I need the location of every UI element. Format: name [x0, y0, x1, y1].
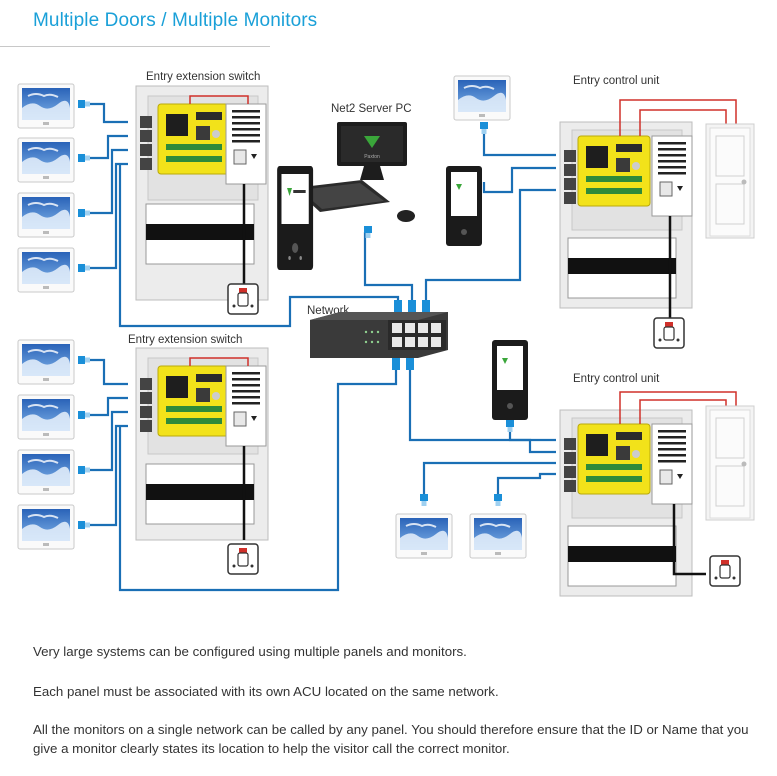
page-title: Multiple Doors / Multiple Monitors	[33, 10, 318, 31]
monitor-bottom-left-2	[17, 394, 75, 440]
description-paragraph-1: Very large systems can be configured usi…	[33, 644, 467, 659]
monitor-top-right	[453, 75, 511, 121]
monitor-top-left-4	[17, 247, 75, 293]
entry-panel-bottom	[492, 340, 528, 420]
network-switch	[310, 312, 448, 358]
extension-switch-top	[135, 85, 269, 301]
exit-button-top-right	[653, 317, 685, 349]
monitor-bottom-left-4	[17, 504, 75, 550]
label-acu-bottom: Entry control unit	[573, 373, 660, 385]
entry-control-unit-top	[559, 99, 737, 318]
monitor-bottom-left-3	[17, 449, 75, 495]
monitor-top-left-3	[17, 192, 75, 238]
door-bottom	[705, 405, 755, 521]
monitor-bottom-center-1	[395, 513, 453, 559]
entry-panel-top-body	[446, 166, 482, 246]
title-divider	[0, 46, 270, 47]
monitor-bottom-left-1	[17, 339, 75, 385]
label-extension-switch-bottom: Entry extension switch	[128, 334, 242, 346]
entry-panel-top	[277, 166, 314, 270]
label-acu-top: Entry control unit	[573, 75, 660, 87]
extension-switch-bottom	[135, 347, 269, 541]
entry-control-unit-bottom	[559, 391, 737, 597]
door-top	[705, 123, 755, 239]
exit-button-top-left	[227, 283, 259, 315]
wiring-diagram: Entry extension switch Entry extension s…	[17, 71, 755, 597]
network-cables	[86, 102, 556, 592]
description-paragraph-3: All the monitors on a single network can…	[33, 722, 749, 756]
description-paragraph-2: Each panel must be associated with its o…	[33, 684, 499, 699]
label-extension-switch-top: Entry extension switch	[146, 71, 260, 83]
server-pc: Paxton	[294, 122, 415, 222]
monitor-top-left-1	[17, 83, 75, 129]
exit-button-bottom-right	[709, 555, 741, 587]
monitor-top-left-2	[17, 137, 75, 183]
exit-button-bottom-left	[227, 543, 259, 575]
monitor-bottom-center-2	[469, 513, 527, 559]
label-server-pc: Net2 Server PC	[331, 103, 412, 115]
pc-logo-text: Paxton	[364, 154, 380, 160]
